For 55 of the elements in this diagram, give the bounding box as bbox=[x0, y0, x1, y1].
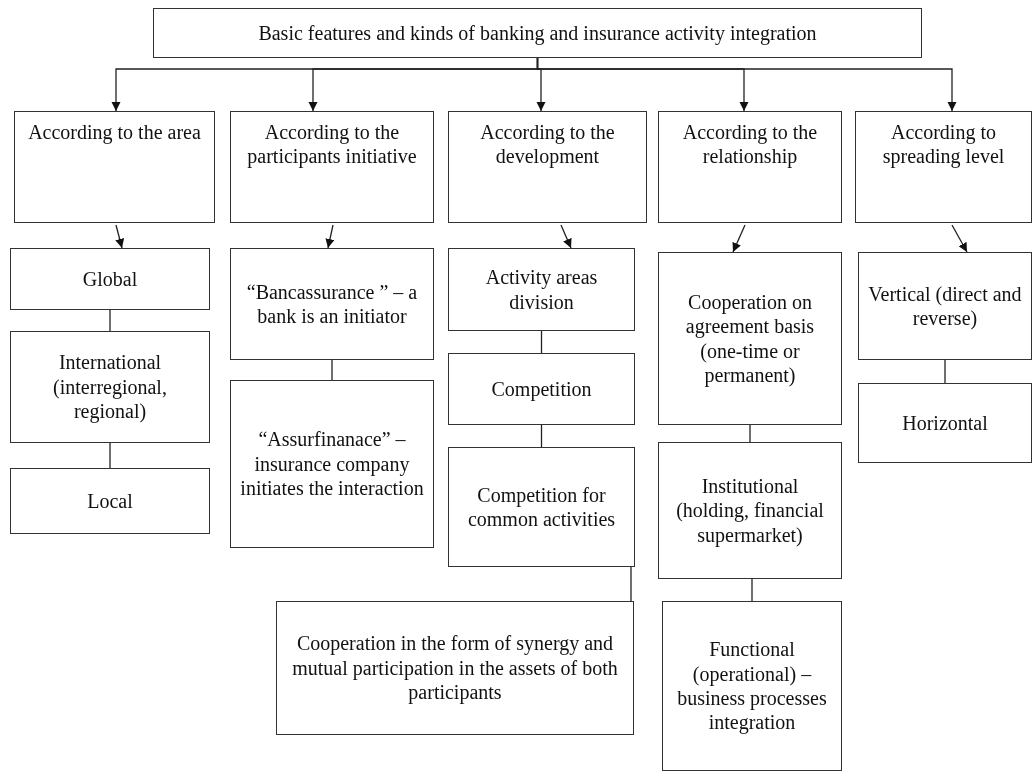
category-box bbox=[10, 468, 210, 534]
category-box bbox=[855, 111, 1032, 223]
category-box bbox=[448, 111, 647, 223]
box-text: According to the area bbox=[28, 120, 201, 145]
category-box bbox=[230, 380, 434, 548]
box-text: Activity areas division bbox=[484, 265, 599, 314]
category-box bbox=[230, 111, 434, 223]
box-text: Vertical (direct and reverse) bbox=[867, 281, 1023, 331]
arrow bbox=[115, 224, 125, 249]
box-text: Local bbox=[87, 488, 133, 514]
category-box bbox=[858, 383, 1032, 463]
connector-line bbox=[109, 309, 111, 332]
connector-line bbox=[630, 566, 632, 602]
category-box bbox=[658, 252, 842, 425]
box-text: Global bbox=[82, 266, 138, 292]
category-box bbox=[276, 601, 634, 735]
box-text: Basic features and kinds of banking and insurance activity integration bbox=[258, 20, 817, 46]
arrow bbox=[560, 224, 572, 249]
root-box bbox=[153, 8, 922, 58]
connector-line bbox=[749, 424, 751, 443]
box-text: Functional (operational) – business processes integration bbox=[676, 637, 828, 735]
category-box bbox=[448, 248, 635, 331]
category-box bbox=[658, 442, 842, 579]
category-box bbox=[658, 111, 842, 223]
arrow bbox=[536, 57, 957, 112]
connector-line bbox=[751, 578, 753, 602]
category-box bbox=[448, 353, 635, 425]
category-box bbox=[230, 248, 434, 360]
category-box bbox=[858, 252, 1032, 360]
connector-line bbox=[540, 424, 543, 448]
box-text: International (interregional, regional) bbox=[52, 350, 168, 424]
box-text: Cooperation in the form of synergy and mutual participation in the assets of both participants bbox=[291, 631, 619, 705]
category-box bbox=[14, 111, 215, 223]
box-text: “Bancassurance ” – a bank is an initiator bbox=[245, 279, 419, 329]
connector-line bbox=[540, 330, 543, 354]
box-text: Competition bbox=[491, 376, 592, 402]
box-text: “Assurfinanace” – insurance company initiates the interaction bbox=[239, 427, 425, 501]
connector-line bbox=[109, 442, 111, 469]
box-text: According to spreading level bbox=[881, 120, 1006, 169]
box-text: Competition for common activities bbox=[466, 482, 617, 532]
arrow bbox=[732, 224, 746, 253]
box-text: Institutional (holding, financial supermarket) bbox=[675, 473, 825, 548]
connector-line bbox=[331, 359, 333, 381]
arrow bbox=[951, 224, 968, 253]
category-box bbox=[10, 248, 210, 310]
box-text: Cooperation on agreement basis (one-time or permanent) bbox=[684, 289, 816, 388]
box-text: According to the development bbox=[479, 120, 616, 169]
category-box bbox=[662, 601, 842, 771]
box-text: Horizontal bbox=[902, 410, 988, 436]
box-text: According to the participants initiative bbox=[246, 120, 418, 169]
arrow bbox=[325, 224, 335, 249]
category-box bbox=[10, 331, 210, 443]
category-box bbox=[448, 447, 635, 567]
connector-line bbox=[944, 359, 946, 384]
box-text: According to the relationship bbox=[681, 120, 819, 169]
